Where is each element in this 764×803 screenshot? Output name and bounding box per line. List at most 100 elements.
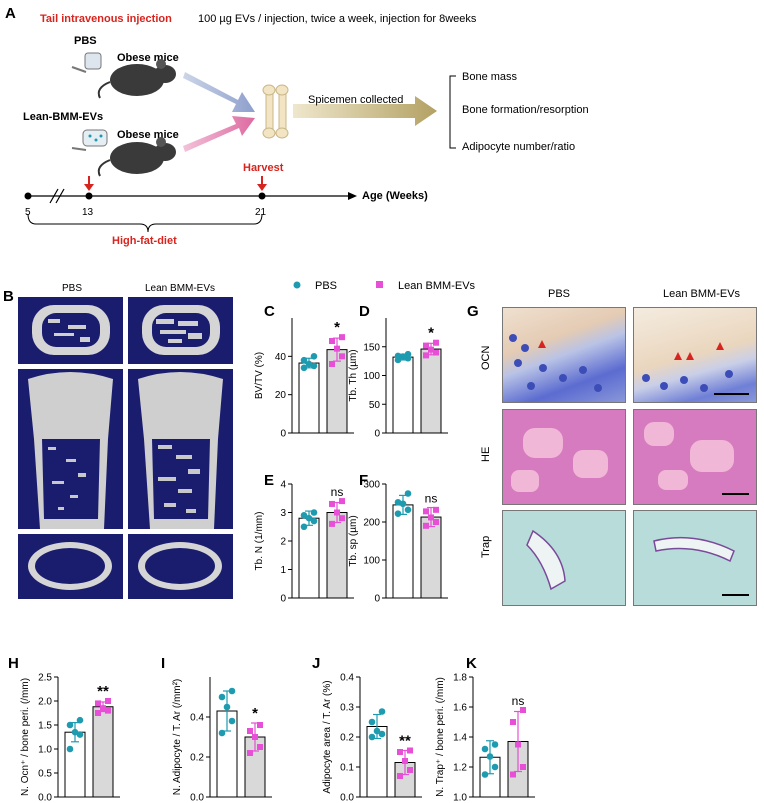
data-point-pbs	[404, 350, 412, 358]
y-axis-label: BV/TV (%)	[254, 352, 265, 399]
y-tick-label: 0	[280, 594, 286, 605]
data-point-pbs	[310, 509, 318, 516]
panel-letter-c: C	[264, 303, 275, 320]
mouse-icon	[97, 137, 176, 177]
injection-detail: 100 µg EVs / injection, twice a week, in…	[198, 13, 477, 25]
data-point-pbs	[300, 523, 308, 531]
y-tick-label: 150	[363, 342, 380, 353]
data-point-pbs	[218, 729, 226, 737]
data-point-ev	[105, 698, 111, 704]
data-point-pbs	[481, 771, 489, 778]
data-point-pbs	[66, 721, 74, 729]
data-point-ev	[334, 509, 340, 516]
diet-label: High-fat-diet	[112, 235, 177, 247]
bar-ev	[420, 348, 442, 434]
y-axis-label: Tb. N (1/mm)	[254, 512, 265, 571]
data-point-ev	[428, 514, 434, 521]
significance-label: ns	[331, 485, 344, 499]
tick-21: 21	[255, 207, 267, 218]
data-point-ev	[339, 353, 345, 360]
bar-ev	[420, 516, 442, 599]
data-point-pbs	[218, 693, 226, 701]
significance-label: *	[428, 325, 434, 342]
y-tick-label: 0.3	[340, 703, 354, 714]
outcome-adipocyte: Adipocyte number/ratio	[462, 141, 576, 153]
arrow-ev	[183, 116, 255, 152]
panel-letter-e: E	[264, 472, 275, 489]
y-tick-label: 0	[374, 594, 380, 605]
significance-label: **	[97, 683, 109, 700]
data-point-pbs	[310, 353, 318, 360]
panel-letter-k: K	[466, 655, 477, 672]
y-tick-label: 0.0	[190, 793, 204, 803]
data-point-ev	[515, 741, 521, 748]
y-axis-label: N. Trap⁺ / bone peri. (/mm)	[435, 677, 446, 797]
y-tick-label: 0.4	[190, 713, 204, 724]
y-tick-label: 50	[369, 400, 381, 411]
y-tick-label: 2.0	[38, 697, 52, 708]
data-point-ev	[334, 345, 340, 352]
bar-pbs	[298, 517, 320, 599]
panel-letter-d: D	[359, 303, 370, 320]
data-point-ev	[520, 707, 526, 713]
y-axis-label: N. Ocn⁺ / bone peri. (/mm)	[20, 678, 31, 796]
ct-image-pbs-bottom	[18, 534, 123, 599]
age-axis-label: Age (Weeks)	[362, 190, 428, 202]
data-point-ev	[329, 500, 335, 507]
tick-5: 5	[25, 207, 31, 218]
tick-13: 13	[82, 207, 94, 218]
significance-label: *	[334, 319, 340, 336]
outcome-formation: Bone formation/resorption	[462, 104, 589, 116]
y-tick-label: 1.0	[38, 745, 52, 756]
data-point-ev	[329, 338, 335, 344]
data-point-ev	[329, 361, 335, 367]
data-point-pbs	[300, 364, 308, 372]
femur-icon	[262, 84, 289, 139]
data-point-pbs	[404, 490, 412, 497]
data-point-pbs	[71, 728, 79, 736]
y-tick-label: 1.0	[453, 793, 467, 803]
ct-image-pbs-long	[18, 369, 123, 529]
data-point-ev	[252, 734, 258, 740]
data-point-pbs	[394, 352, 402, 360]
y-tick-label: 300	[363, 480, 380, 491]
data-point-ev	[329, 520, 335, 527]
data-point-pbs	[373, 727, 381, 735]
data-point-ev	[407, 747, 413, 754]
ct-col-pbs: PBS	[62, 283, 83, 294]
data-point-ev	[423, 522, 429, 529]
data-point-pbs	[394, 510, 402, 517]
bar-pbs	[298, 362, 320, 434]
data-point-ev	[397, 773, 403, 779]
y-tick-label: 200	[363, 518, 380, 529]
y-axis-label: N. Adipocyte / T. Ar (/mm²)	[172, 679, 183, 796]
y-axis-label: Tb. Th (µm)	[348, 349, 359, 401]
arrow-pbs	[183, 72, 255, 112]
panel-letter-a: A	[5, 5, 16, 22]
bar-pbs	[392, 356, 414, 434]
y-tick-label: 0.5	[38, 769, 52, 780]
legend-ev-label: Lean BMM-EVs	[398, 280, 476, 292]
y-axis-label: Adipocyte area / T. Ar (%)	[322, 680, 333, 793]
y-tick-label: 2.5	[38, 673, 52, 684]
histo-he-ev	[633, 409, 757, 505]
y-tick-label: 3	[280, 508, 286, 519]
schematic-graphics	[24, 52, 456, 233]
data-point-ev	[423, 508, 429, 515]
data-point-ev	[397, 749, 403, 755]
group1-label: PBS	[74, 35, 97, 47]
data-point-ev	[510, 719, 516, 725]
data-point-ev	[433, 519, 439, 525]
data-point-ev	[95, 700, 101, 707]
panel-letter-i: I	[161, 655, 166, 672]
y-tick-label: 0.0	[38, 793, 52, 803]
histo-col-pbs: PBS	[548, 288, 571, 300]
data-point-ev	[423, 342, 429, 349]
significance-label: ns	[512, 694, 525, 708]
data-point-ev	[100, 705, 106, 712]
chart-h: 0.00.51.01.52.02.5N. Ocn⁺ / bone peri. (…	[20, 673, 120, 803]
